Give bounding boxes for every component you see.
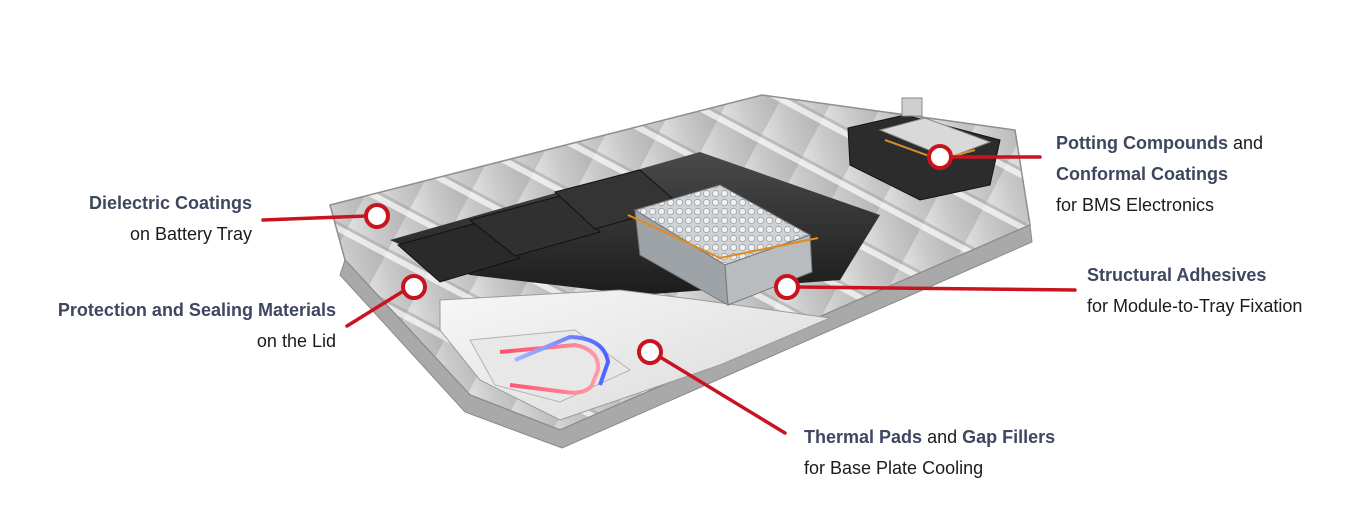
bms-cover <box>878 117 992 159</box>
callout-connector: and <box>1232 133 1264 153</box>
marker-protection <box>401 274 427 300</box>
marker-thermal <box>637 339 663 365</box>
callout-title: Structural Adhesives <box>1087 265 1267 285</box>
module-block <box>396 221 521 283</box>
leader-thermal <box>658 355 787 435</box>
marker-potting <box>927 144 953 170</box>
leader-dielectric <box>261 214 368 222</box>
marker-structural <box>774 274 800 300</box>
callout-structural: Structural Adhesives for Module-to-Tray … <box>1087 260 1302 322</box>
bms-connector <box>901 97 923 117</box>
callout-markers <box>364 144 953 365</box>
callout-subtitle: on the Lid <box>256 331 336 351</box>
callout-potting: Potting Compounds and Conformal Coatings… <box>1056 128 1263 221</box>
callout-dielectric: Dielectric Coatings on Battery Tray <box>89 188 252 250</box>
cooling-plate <box>469 329 631 403</box>
callout-protection: Protection and Sealing Materials on the … <box>58 295 336 357</box>
module-block <box>468 195 602 257</box>
callout-title-a: Thermal Pads <box>804 427 923 447</box>
tray-rim <box>339 224 1033 449</box>
callout-subtitle: for Module-to-Tray Fixation <box>1087 296 1303 316</box>
callout-title-b: Conformal Coatings <box>1056 164 1229 184</box>
module-wiring <box>627 214 819 260</box>
cooling-pipe-hot <box>499 342 601 395</box>
callout-title: Dielectric Coatings <box>88 193 252 213</box>
callout-title-a: Potting Compounds <box>1056 133 1228 153</box>
callout-thermal: Thermal Pads and Gap Fillers for Base Pl… <box>804 422 1055 484</box>
callout-title-b: Gap Fillers <box>962 427 1056 447</box>
callout-subtitle: for Base Plate Cooling <box>804 458 984 478</box>
cooling-pipe-cold <box>514 334 611 386</box>
callout-title: Protection and Sealing Materials <box>57 300 336 320</box>
callout-connector: and <box>927 427 958 447</box>
callout-subtitle: on Battery Tray <box>129 224 252 244</box>
callout-subtitle: for BMS Electronics <box>1056 195 1215 215</box>
leader-structural <box>795 285 1077 292</box>
leader-lines <box>261 155 1077 435</box>
leader-protection <box>345 288 407 328</box>
marker-dielectric <box>364 203 390 229</box>
